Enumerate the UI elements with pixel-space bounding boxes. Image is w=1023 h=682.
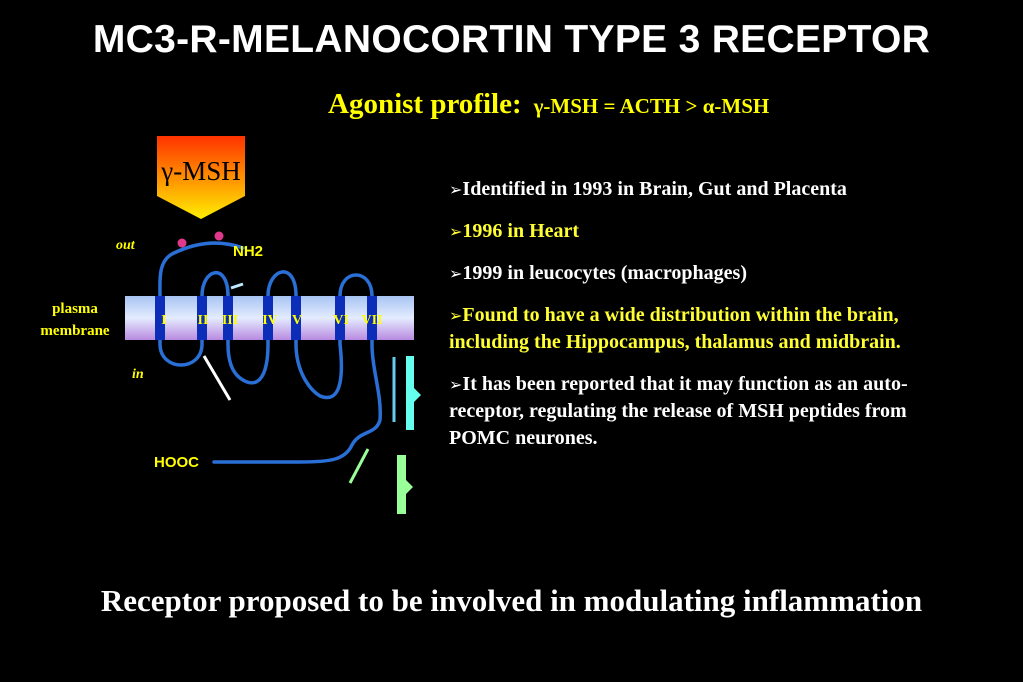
glycosylation-dot [177, 238, 187, 248]
bullet-text: 1996 in Heart [462, 220, 580, 242]
tm-helix-2 [197, 296, 207, 340]
bullet-text: It has been reported that it may functio… [449, 373, 908, 449]
tm-helix-6 [335, 296, 345, 340]
bullet-item: ➢Found to have a wide distribution withi… [449, 302, 949, 356]
tm-helix-3 [223, 296, 233, 340]
slide-title: MC3-R-MELANOCORTIN TYPE 3 RECEPTOR [92, 18, 931, 61]
membrane-label-line1: plasma [52, 301, 98, 317]
tm-label-6: VI [333, 313, 349, 328]
tm-helices [155, 296, 377, 340]
tm-label-5: V [292, 313, 302, 328]
tm-label-7: VII [361, 313, 382, 328]
marker-line [348, 448, 370, 484]
agonist-label: Agonist profile: [328, 88, 522, 120]
tm-label-1: I [161, 313, 166, 328]
membrane-label-line2: membrane [40, 323, 109, 339]
bullet-item: ➢1999 in leucocytes (macrophages) [449, 260, 949, 287]
marker-line [202, 355, 232, 401]
c-terminus-label: HOOC [154, 454, 199, 471]
in-label: in [132, 367, 144, 382]
ligand-label: γ-MSH [160, 156, 240, 186]
domain-bracket-cyan [406, 356, 421, 430]
bullet-arrow-icon: ➢ [449, 222, 463, 241]
tm-label-4: IV [262, 313, 278, 328]
n-terminus-label: NH2 [233, 243, 263, 260]
tm-helix-4 [263, 296, 273, 340]
marker-line [230, 282, 244, 290]
tm-helix-1 [155, 296, 165, 340]
bullet-item: ➢1996 in Heart [449, 218, 949, 245]
bullet-arrow-icon: ➢ [449, 180, 463, 199]
tm-label-2: II [198, 313, 209, 328]
out-label: out [116, 238, 136, 253]
tm-label-3: III [222, 313, 238, 328]
glycosylation-dot [214, 231, 224, 241]
bullet-text: 1999 in leucocytes (macrophages) [462, 262, 747, 284]
bullet-arrow-icon: ➢ [449, 375, 463, 394]
bullet-arrow-icon: ➢ [449, 306, 463, 325]
bullet-arrow-icon: ➢ [449, 264, 463, 283]
receptor-chain [158, 241, 383, 464]
ligand-arrow [157, 136, 245, 219]
bullet-list: ➢Identified in 1993 in Brain, Gut and Pl… [449, 176, 949, 467]
domain-bracket-green [397, 455, 413, 514]
bullet-text: Identified in 1993 in Brain, Gut and Pla… [462, 178, 847, 200]
agonist-order: γ-MSH = ACTH > α-MSH [533, 94, 770, 118]
tm-helix-7 [367, 296, 377, 340]
agonist-profile: Agonist profile: γ-MSH = ACTH > α-MSH [328, 88, 769, 121]
tm-helix-5 [291, 296, 301, 340]
bullet-item: ➢It has been reported that it may functi… [449, 371, 949, 452]
bullet-item: ➢Identified in 1993 in Brain, Gut and Pl… [449, 176, 949, 203]
footer-statement: Receptor proposed to be involved in modu… [100, 583, 923, 618]
bullet-text: Found to have a wide distribution within… [449, 304, 901, 353]
